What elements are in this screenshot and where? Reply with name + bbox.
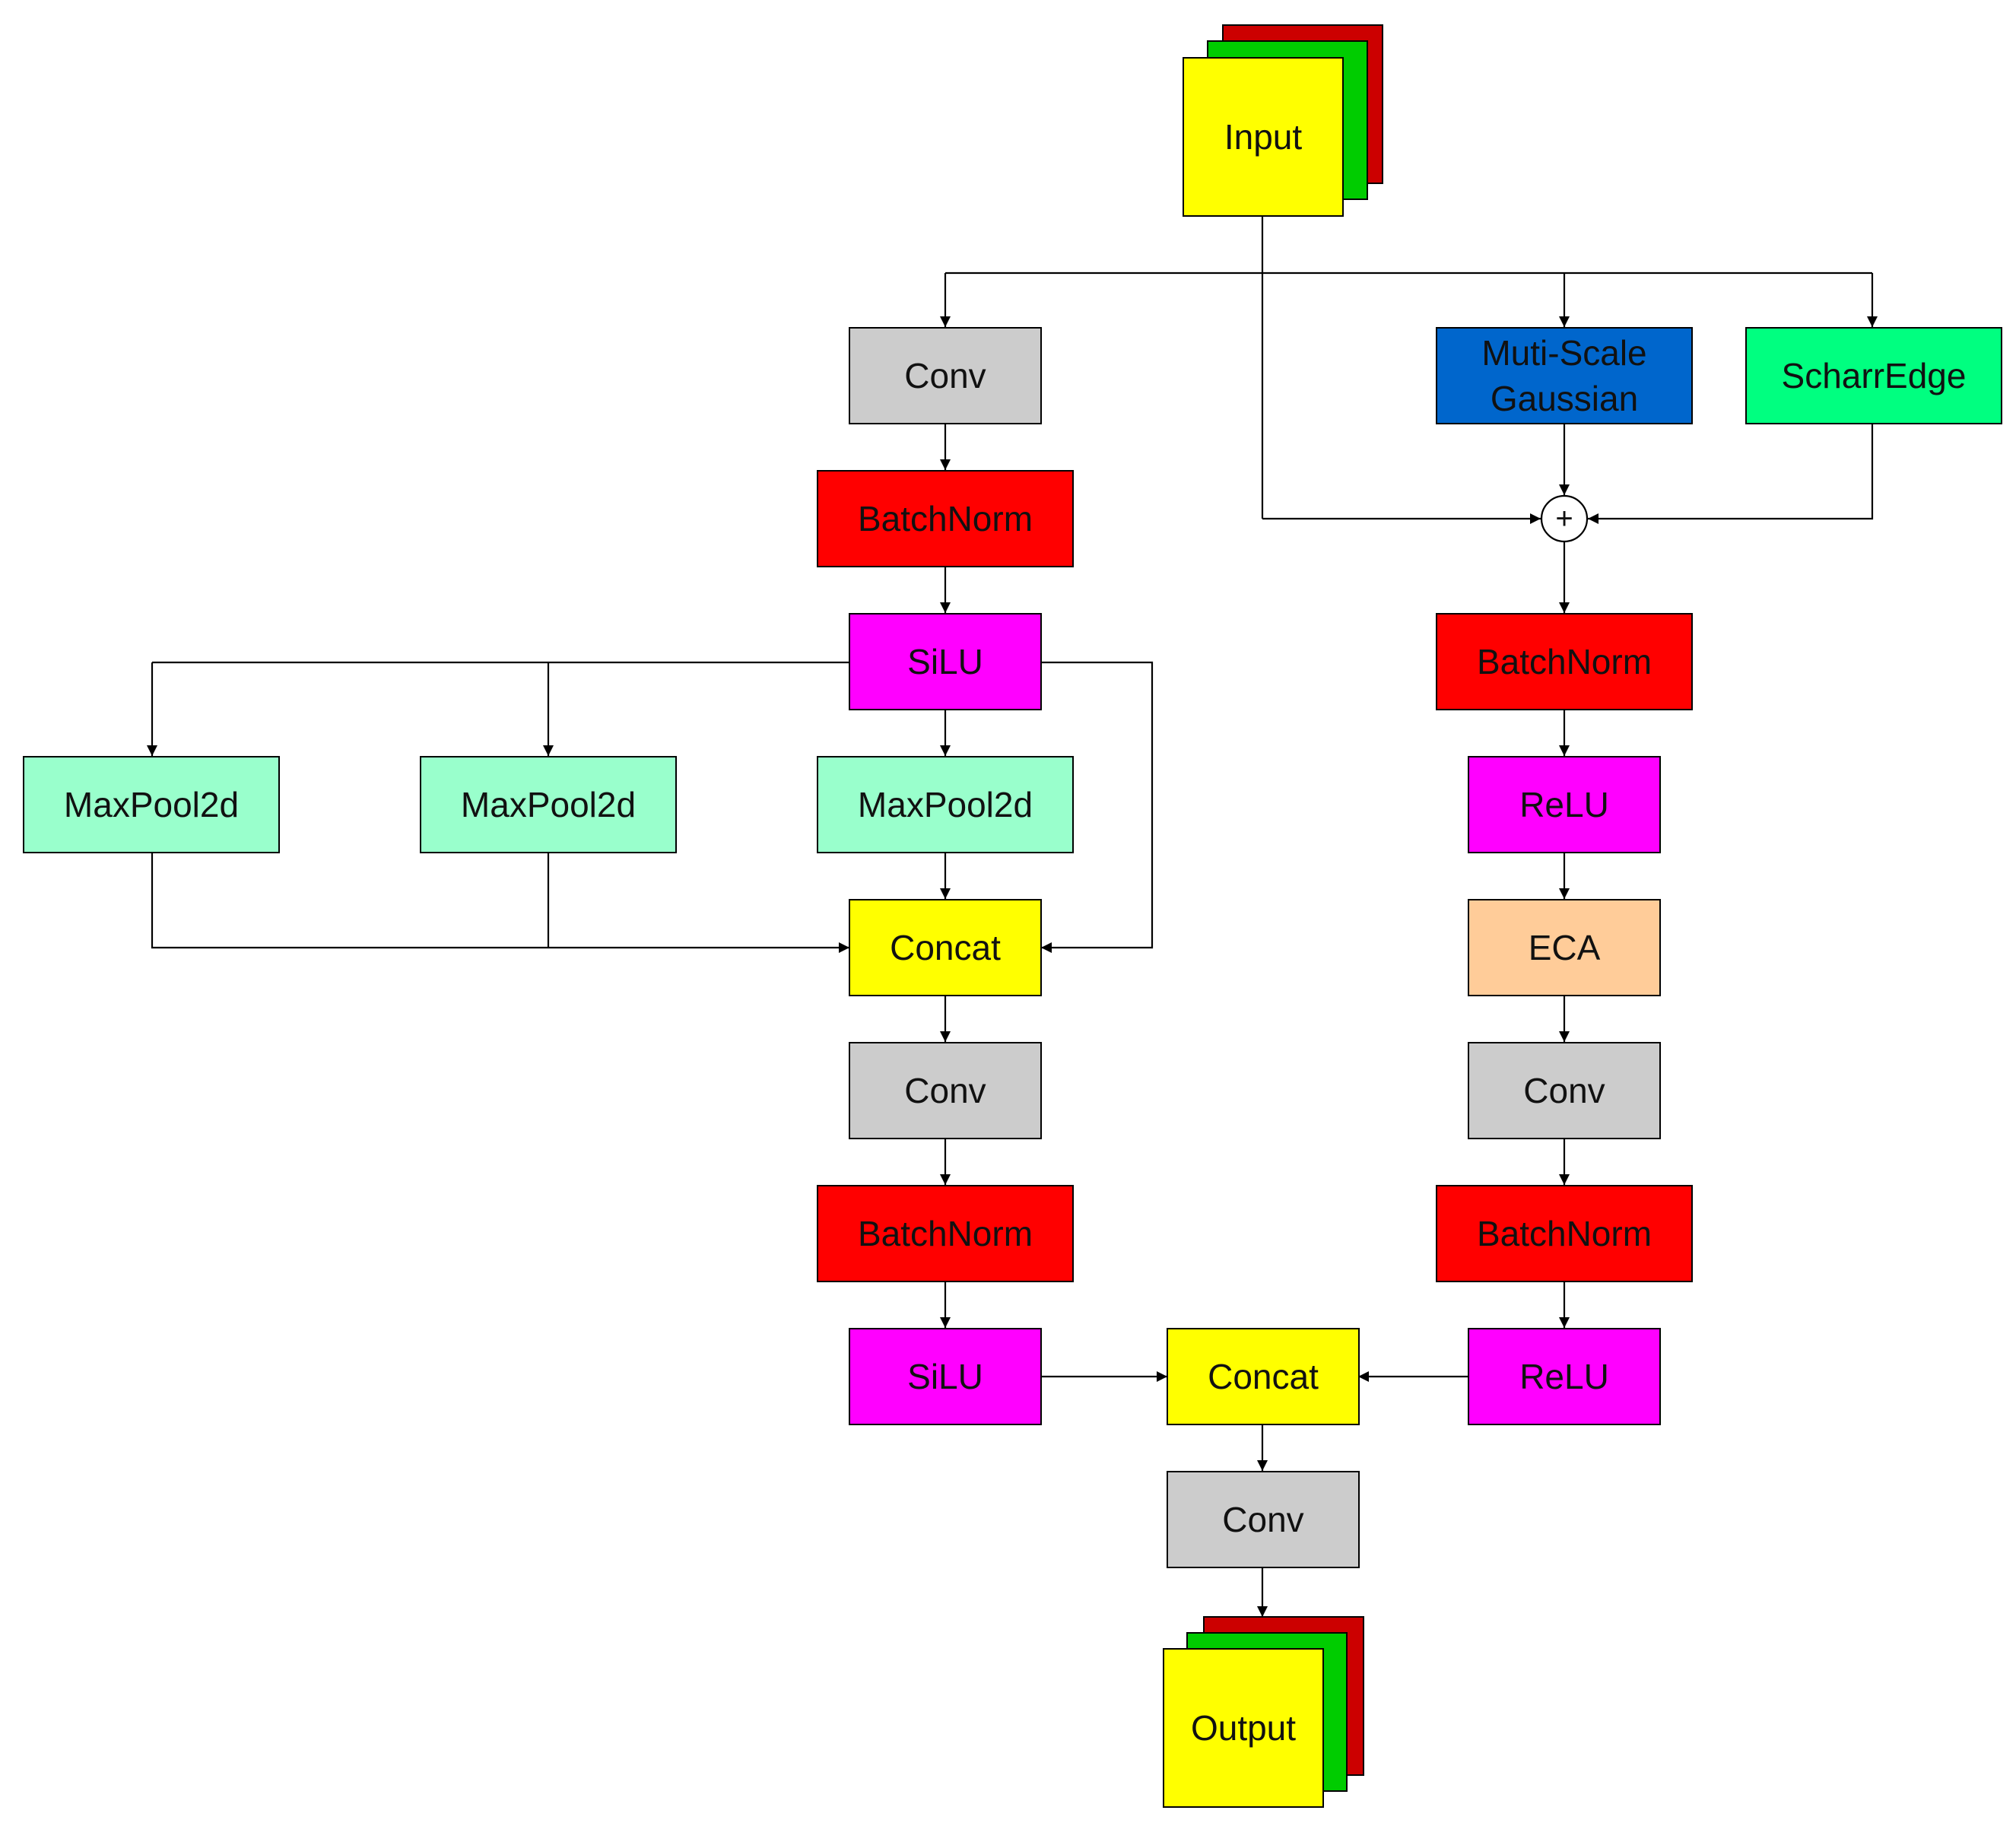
relu-node-2: ReLU [1468,1328,1661,1425]
conv-label: Conv [1523,1071,1605,1110]
silu-box [849,1328,1042,1425]
gaussian-box [1436,327,1693,424]
conv-label: Conv [904,356,986,395]
concat-node-2: Concat [1167,1328,1360,1425]
gaussian-node: Muti-Scale Gaussian [1436,327,1693,424]
maxpool-box [817,756,1074,853]
batchnorm-label: BatchNorm [1477,1214,1652,1253]
batchnorm-node-2: BatchNorm [817,1185,1074,1282]
maxpool-label: MaxPool2d [461,785,636,824]
concat-label: Concat [890,928,1001,967]
batchnorm-node-1: BatchNorm [817,470,1074,567]
batchnorm-node-4: BatchNorm [1436,1185,1693,1282]
circled-plus-icon [1540,494,1589,543]
conv-node-1: Conv [849,327,1042,424]
edges [147,216,1878,1617]
batchnorm-node-3: BatchNorm [1436,613,1693,710]
gaussian-label-line2: Gaussian [1491,379,1638,418]
output-label: Output [1191,1708,1296,1748]
conv-box [849,327,1042,424]
batchnorm-box [1436,1185,1693,1282]
silu-node-1: SiLU [849,613,1042,710]
maxpool-node-2: MaxPool2d [420,756,677,853]
sum-node: + [1540,494,1589,543]
batchnorm-box [1436,613,1693,710]
silu-label: SiLU [907,1357,983,1396]
scharr-box [1745,327,2002,424]
input-layer-yellow [1183,57,1344,217]
eca-node: ECA [1468,899,1661,996]
maxpool-label: MaxPool2d [64,785,239,824]
silu-box [849,613,1042,710]
conv-box [1468,1042,1661,1139]
conv-label: Conv [1222,1500,1303,1539]
output-node: Output [1163,1616,1364,1808]
conv-label: Conv [904,1071,986,1110]
maxpool-box [23,756,280,853]
relu-label: ReLU [1519,785,1609,824]
conv-node-4: Conv [1167,1471,1360,1568]
gaussian-label-line1: Muti-Scale [1481,333,1646,373]
relu-label: ReLU [1519,1357,1609,1396]
edge-scharr-sum [1588,424,1874,524]
conv-box [1167,1471,1360,1568]
batchnorm-label: BatchNorm [858,1214,1033,1253]
output-layer-yellow [1163,1648,1324,1808]
relu-box [1468,1328,1661,1425]
batchnorm-label: BatchNorm [858,499,1033,538]
conv-node-3: Conv [1468,1042,1661,1139]
input-node: Input [1183,24,1383,217]
maxpool-node-3: MaxPool2d [817,756,1074,853]
concat-node-1: Concat [849,899,1042,996]
maxpool-box [420,756,677,853]
silu-label: SiLU [907,642,983,681]
eca-label: ECA [1529,928,1601,967]
concat-label: Concat [1208,1357,1319,1396]
conv-box [849,1042,1042,1139]
concat-box [849,899,1042,996]
input-label: Input [1224,117,1303,157]
scharr-label: ScharrEdge [1782,356,1967,395]
edge-maxpool1-concat1 [151,853,849,953]
sum-symbol: + [1555,502,1573,535]
eca-box [1468,899,1661,996]
maxpool-node-1: MaxPool2d [23,756,280,853]
silu-node-2: SiLU [849,1328,1042,1425]
scharr-node: ScharrEdge [1745,327,2002,424]
relu-node-1: ReLU [1468,756,1661,853]
concat-box [1167,1328,1360,1425]
relu-box [1468,756,1661,853]
maxpool-label: MaxPool2d [858,785,1033,824]
conv-node-2: Conv [849,1042,1042,1139]
batchnorm-label: BatchNorm [1477,642,1652,681]
batchnorm-box [817,1185,1074,1282]
edge-silu1-concat1 [1041,661,1154,953]
batchnorm-box [817,470,1074,567]
